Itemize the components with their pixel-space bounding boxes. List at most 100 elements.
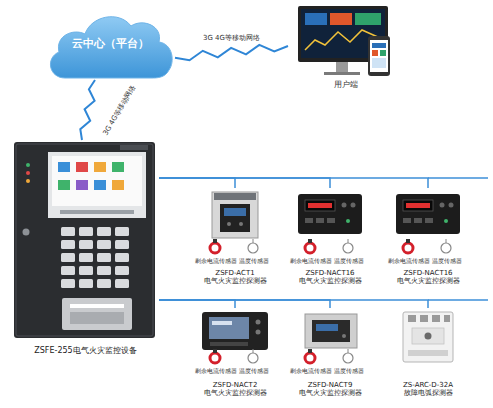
drawing-part	[428, 299, 488, 301]
drawing-part	[23, 229, 30, 236]
drawing-part	[253, 239, 254, 243]
drawing-part	[403, 312, 453, 362]
drawing-part	[372, 43, 386, 48]
drawing-part	[432, 315, 440, 322]
sensor-label: 剩余电流传感器	[195, 257, 237, 264]
drawing-part	[248, 239, 258, 253]
drawing-part	[372, 58, 386, 68]
drawing-part	[380, 50, 386, 56]
drawing-part	[212, 321, 232, 325]
edge-label: 3G 4G等移动网络	[101, 82, 138, 137]
drawing-part	[256, 330, 261, 335]
drawing-part	[343, 243, 353, 253]
bus-line	[159, 300, 235, 308]
sensor-label: 温度传感器	[432, 257, 462, 264]
sensor-icons	[210, 239, 451, 253]
drawing-part	[305, 314, 357, 348]
drawing-part	[425, 333, 432, 340]
drawing-part	[50, 17, 172, 78]
drawing-part	[210, 243, 220, 253]
drawing-part	[444, 219, 448, 223]
drawing-part	[301, 9, 385, 58]
drawing-part	[351, 203, 356, 208]
drawing-part	[305, 218, 313, 223]
drawing-part	[336, 62, 348, 72]
cloud-platform: 云中心（平台）	[45, 8, 175, 80]
drawing-part	[420, 315, 428, 322]
drawing-part	[305, 239, 315, 253]
drawing-part	[60, 210, 134, 214]
drawing-part	[406, 239, 410, 243]
sensor-icons	[210, 349, 353, 363]
nact16-picture	[298, 194, 362, 234]
sensor-label: 温度传感器	[334, 257, 364, 264]
nact2-picture	[202, 312, 268, 350]
drawing-part	[308, 349, 312, 353]
node-label: 用户端	[334, 80, 358, 90]
drawing-part	[120, 145, 148, 150]
drawing-part	[343, 353, 353, 363]
nact9-picture	[305, 314, 357, 348]
drawing-part	[446, 239, 447, 243]
sensor-label: 剩余电流传感器	[290, 367, 332, 374]
drawing-part	[396, 194, 460, 234]
drawing-part	[58, 224, 132, 290]
arc-detector-picture	[403, 312, 453, 362]
drawing-part	[444, 315, 450, 322]
nact16-picture	[396, 194, 460, 234]
bus-line	[159, 178, 235, 188]
drawing-part	[408, 350, 448, 356]
drawing-part	[298, 6, 388, 62]
bus-line	[159, 300, 330, 308]
drawing-part	[248, 353, 258, 363]
drawing-part	[316, 324, 338, 331]
drawing-part	[428, 177, 488, 179]
drawing-part	[70, 304, 124, 308]
node-label: 云中心（平台）	[72, 37, 149, 51]
drawing-part	[370, 40, 388, 72]
sensor-label: 剩余电流传感器	[195, 367, 237, 374]
drawing-part	[305, 13, 327, 25]
wireless-link	[175, 45, 288, 60]
bus-line	[159, 178, 330, 188]
drawing-part	[213, 239, 217, 243]
node-label: ZSFD-NACT16 电气火灾监控探测器	[386, 269, 470, 287]
detector-unit: ZSFD-NACT2 电气火灾监控探测器	[193, 308, 277, 398]
drawing-part	[346, 219, 350, 223]
drawing-part	[305, 243, 315, 253]
drawing-part	[210, 353, 220, 363]
node-label: ZSFD-NACT9 电气火灾监控探测器	[288, 381, 372, 399]
drawing-part	[327, 218, 335, 223]
drawing-part	[449, 203, 454, 208]
drawing-part	[210, 239, 220, 253]
drawing-part	[312, 320, 350, 342]
drawing-part	[342, 203, 347, 208]
drawing-part	[412, 328, 444, 344]
drawing-part	[298, 194, 362, 234]
drawing-part	[76, 180, 88, 190]
drawing-part	[355, 13, 381, 25]
drawing-part	[112, 162, 124, 172]
drawing-part	[348, 349, 349, 353]
node-label: ZSFE-255电气火灾监控设备	[34, 346, 136, 356]
drawing-part	[94, 180, 106, 190]
node-label: ZSFD-NACT2 电气火灾监控探测器	[193, 381, 277, 399]
drawing-part	[403, 243, 413, 253]
drawing-part	[26, 163, 30, 167]
sensor-label: 温度传感器	[239, 367, 269, 374]
drawing-part	[406, 203, 430, 208]
drawing-part	[441, 243, 451, 253]
drawing-part	[14, 142, 155, 338]
drawing-part	[214, 193, 256, 200]
bus-line	[159, 300, 428, 308]
drawing-part	[343, 349, 353, 363]
drawing-part	[308, 239, 312, 243]
drawing-part	[425, 218, 433, 223]
drawing-part	[403, 200, 433, 211]
drawing-part	[414, 218, 422, 223]
edge-label: 3G 4G等移动网络	[202, 34, 261, 43]
drawing-part	[408, 315, 416, 322]
monitor-cabinet: ZSFE-255电气火灾监控设备	[12, 140, 159, 356]
drawing-part	[48, 152, 146, 218]
drawing-part	[330, 13, 352, 25]
